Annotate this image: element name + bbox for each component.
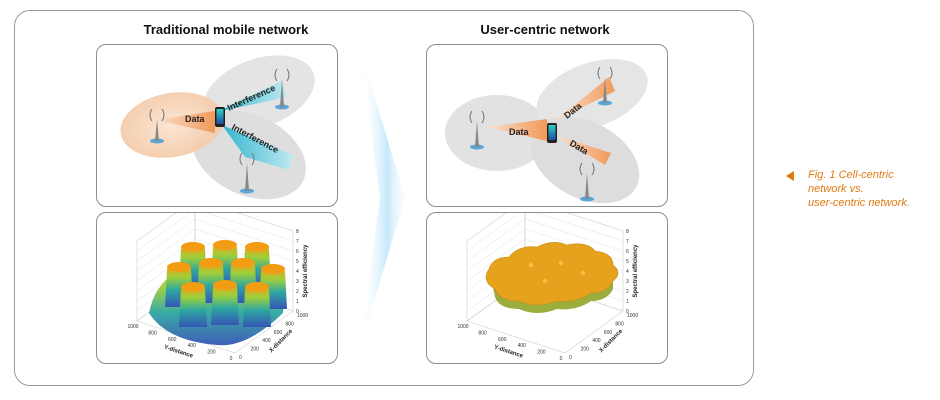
- traditional-network-diagram: Data Interference Interference: [96, 44, 338, 207]
- y-tick-label: 400: [518, 343, 527, 349]
- z-tick-label: 4: [626, 269, 629, 275]
- x-tick-label: 200: [581, 347, 590, 353]
- plateau-spot: [580, 270, 586, 276]
- z-tick-label: 7: [626, 239, 629, 245]
- z-tick-label: 2: [626, 289, 629, 295]
- peak-top: [167, 262, 191, 272]
- data-beam-top: [555, 77, 615, 121]
- tower-icon-top: [274, 68, 290, 110]
- plateau-spot: [542, 278, 548, 284]
- z-tick-label: 1: [626, 299, 629, 305]
- y-tick-label: 0: [560, 356, 563, 362]
- peak-top: [245, 242, 269, 252]
- peaks-surface: [149, 240, 287, 346]
- x-tick-label: 800: [285, 321, 294, 327]
- data-beam: [155, 111, 215, 133]
- z-tick-label: 2: [296, 289, 299, 295]
- user-centric-network-diagram: Data Data Data: [426, 44, 668, 207]
- plateau-surface: [485, 242, 619, 313]
- z-axis-label: Spectral efficiency: [633, 244, 639, 298]
- y-tick-label: 1000: [457, 324, 468, 330]
- z-tick-label: 5: [626, 259, 629, 265]
- x-tick-label: 0: [569, 355, 572, 361]
- plateau-spot: [528, 262, 534, 268]
- z-tick-label: 0: [626, 309, 629, 315]
- phone-icon: [547, 123, 557, 143]
- x-tick-label: 1000: [627, 313, 638, 319]
- y-tick-label: 600: [498, 337, 507, 343]
- peak: [179, 285, 207, 327]
- z-tick-label: 3: [296, 279, 299, 285]
- data-beam-bottom: [555, 135, 611, 165]
- x-tick-label: 600: [604, 330, 613, 336]
- peak-top: [245, 282, 269, 292]
- interference-beam-bottom: [222, 125, 293, 170]
- z-tick-label: 7: [296, 239, 299, 245]
- x-tick-label: 1000: [297, 313, 308, 319]
- caption-line-2: network vs.: [808, 183, 864, 195]
- phone-icon: [215, 107, 225, 127]
- y-tick-label: 800: [148, 330, 157, 336]
- data-label-left: Data: [509, 127, 530, 137]
- plateau-top: [485, 242, 619, 306]
- peak: [243, 285, 271, 327]
- tower-icon-top: [597, 66, 613, 106]
- caption-line-1: Fig. 1 Cell-centric: [808, 169, 894, 181]
- z-tick-label: 5: [296, 259, 299, 265]
- left-heading: Traditional mobile network: [143, 22, 309, 37]
- z-tick-label: 6: [626, 249, 629, 255]
- z-tick-label: 6: [296, 249, 299, 255]
- y-tick-label: 1000: [127, 324, 138, 330]
- tower-icon-left: [469, 110, 485, 150]
- z-tick-label: 4: [296, 269, 299, 275]
- z-tick-label: 0: [296, 309, 299, 315]
- x-tick-label: 200: [251, 347, 260, 353]
- peak: [211, 283, 239, 325]
- peak-top: [213, 240, 237, 250]
- peak-top: [261, 264, 285, 274]
- y-tick-label: 800: [478, 330, 487, 336]
- grey-cell-bottom: [530, 116, 640, 204]
- peak-top: [181, 282, 205, 292]
- data-label: Data: [185, 114, 206, 124]
- plateau-spot: [558, 260, 564, 266]
- y-tick-label: 0: [230, 356, 233, 362]
- peak-top: [213, 280, 237, 290]
- z-tick-label: 1: [296, 299, 299, 305]
- peak-top: [231, 258, 255, 268]
- data-beam-left: [487, 119, 547, 141]
- y-tick-label: 200: [207, 350, 216, 356]
- figure-caption: Fig. 1 Cell-centric network vs. user-cen…: [786, 168, 940, 210]
- orange-cell: [120, 92, 224, 158]
- caption-arrow-icon: [786, 171, 794, 181]
- transition-arrow: [360, 48, 405, 348]
- x-tick-label: 0: [239, 355, 242, 361]
- z-tick-label: 8: [626, 229, 629, 235]
- tower-icon-left: [149, 108, 165, 144]
- y-tick-label: 400: [188, 343, 197, 349]
- y-tick-label: 600: [168, 337, 177, 343]
- x-tick-label: 400: [592, 338, 601, 344]
- x-tick-label: 800: [615, 321, 624, 327]
- right-heading: User-centric network: [480, 22, 610, 37]
- z-tick-label: 3: [626, 279, 629, 285]
- peak-top: [199, 258, 223, 268]
- y-tick-label: 200: [537, 350, 546, 356]
- tower-icon-bottom: [579, 162, 595, 202]
- z-axis-label: Spectral efficiency: [303, 244, 309, 298]
- peak-top: [181, 242, 205, 252]
- tower-icon-bottom: [239, 152, 255, 194]
- z-tick-label: 8: [296, 229, 299, 235]
- x-tick-label: 600: [274, 330, 283, 336]
- caption-line-3: user-centric network.: [808, 197, 910, 209]
- interference-beam-top: [217, 81, 287, 112]
- x-tick-label: 400: [262, 338, 271, 344]
